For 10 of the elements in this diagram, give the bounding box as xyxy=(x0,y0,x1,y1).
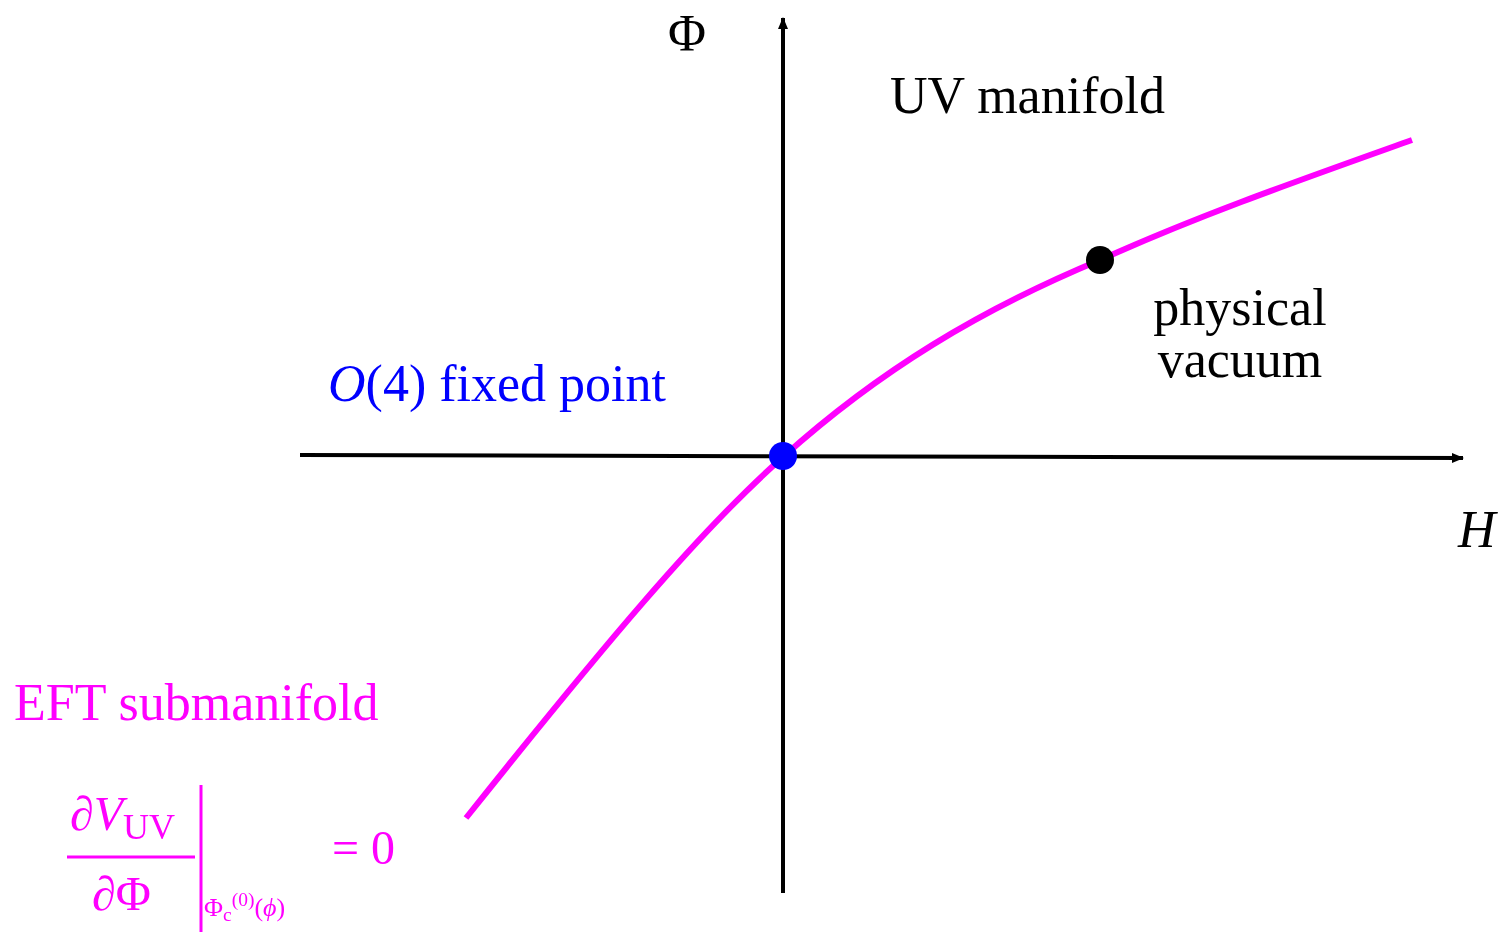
equation-text: = 0 xyxy=(332,824,396,872)
region-label: UV manifold xyxy=(890,70,1165,122)
equation-text: ∂Φ xyxy=(92,870,151,918)
point-label: O(4) fixed point xyxy=(328,358,666,410)
equation-text: Φ$_{c}$$^{(0)}$(ϕ) xyxy=(204,895,286,921)
equation-text: ∂V$_{UV}$ xyxy=(70,790,176,838)
curve-label: EFT submanifold xyxy=(14,677,379,729)
axis-label: H xyxy=(1458,504,1496,556)
axis-label: Φ xyxy=(668,8,706,60)
point-label: physical vacuum xyxy=(1152,282,1328,386)
